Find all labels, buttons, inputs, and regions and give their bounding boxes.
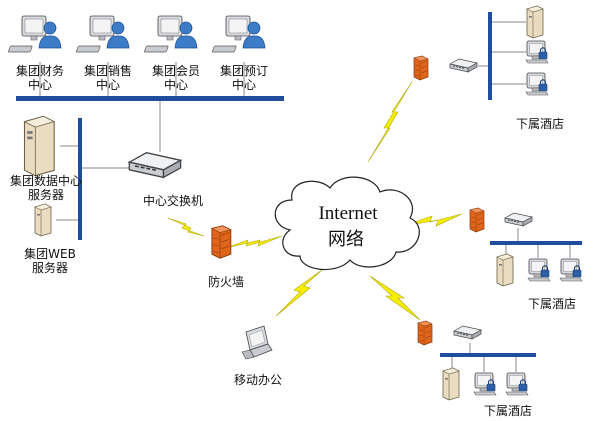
main-firewall-icon [211,225,232,259]
lightning-firewall-internet [225,235,283,249]
wireless-links [167,81,463,321]
branch-top-switch-icon [449,58,478,73]
branch-middle-firewall-icon [469,207,485,233]
branch-bottom-server-icon [442,367,460,401]
branch-bottom-pc2-icon [505,372,529,396]
finance-center-label: 集团财务 中心 [16,64,64,92]
sales-center-label: 集团销售 中心 [84,64,132,92]
sales-center-pc-icon [75,15,130,53]
finance-center-label-line1: 集团财务 [15,64,65,78]
hq-terminals [7,15,266,53]
mobile-office-laptop-icon [241,325,273,360]
branch-top [413,5,549,96]
mobile-office-label: 移动办公 [233,373,283,387]
hq-terminal-bus [16,96,284,101]
sales-center-label-line2: 中心 [95,78,121,92]
internet-cloud [274,176,420,271]
internet-label: Internet [318,203,378,224]
branch-bottom-label: 下属酒店 [483,404,533,418]
member-center-label-line1: 集团会员 [151,64,201,78]
member-center-pc-icon [143,15,198,53]
core-switch-label: 中心交换机 [142,194,204,208]
finance-center-pc-icon [7,15,62,53]
booking-center-label: 集团预订 中心 [220,64,268,92]
server-bus [78,118,82,240]
web-server-label-line1: 集团WEB [24,247,76,261]
data-center-server-icon [23,115,55,177]
firewall-label: 防火墙 [207,275,245,289]
branch-middle [469,207,583,287]
branch-top-pc1-icon [525,40,549,64]
branch-middle-switch-icon [504,212,533,227]
branch-middle-server-icon [496,253,514,287]
branch-bus-middle [490,241,582,245]
branch-bottom [417,320,529,401]
branch-bus-bottom [440,353,536,357]
bus-bars [16,12,582,357]
sales-center-label-line1: 集团销售 [83,64,133,78]
branch-middle-label: 下属酒店 [527,297,577,311]
branch-bottom-pc1-icon [473,372,497,396]
branch-bus-top [488,12,492,100]
booking-center-label-line2: 中心 [231,78,257,92]
branch-top-pc2-icon [525,72,549,96]
data-center-server-label: 集团数据中心 服务器 [10,174,82,202]
web-server-icon [34,203,52,237]
lightning-internet-mobile [275,269,323,317]
core-switch-icon [128,151,182,179]
branch-top-firewall-icon [413,55,429,81]
branch-middle-pc2-icon [559,258,583,282]
lightning-internet-branch-bottom [369,275,421,321]
member-center-label-line2: 中心 [163,78,189,92]
web-server-label: 集团WEB 服务器 [24,247,76,275]
branch-middle-pc1-icon [527,258,551,282]
booking-center-pc-icon [211,15,266,53]
web-server-label-line2: 服务器 [31,261,68,275]
data-center-server-label-line2: 服务器 [27,188,65,202]
branch-top-label: 下属酒店 [515,117,565,131]
branch-bottom-switch-icon [453,325,482,340]
lightning-internet-branch-middle [403,213,463,227]
finance-center-label-line2: 中心 [27,78,53,92]
member-center-label: 集团会员 中心 [152,64,200,92]
branch-top-server-icon [526,5,544,39]
lightning-switch-firewall [167,217,205,237]
lightning-internet-branch-top [367,81,413,163]
data-center-server-label-line1: 集团数据中心 [9,174,83,188]
branch-bottom-firewall-icon [417,320,433,346]
internet-network-label: 网络 [328,229,364,250]
booking-center-label-line1: 集团预订 [219,64,269,78]
